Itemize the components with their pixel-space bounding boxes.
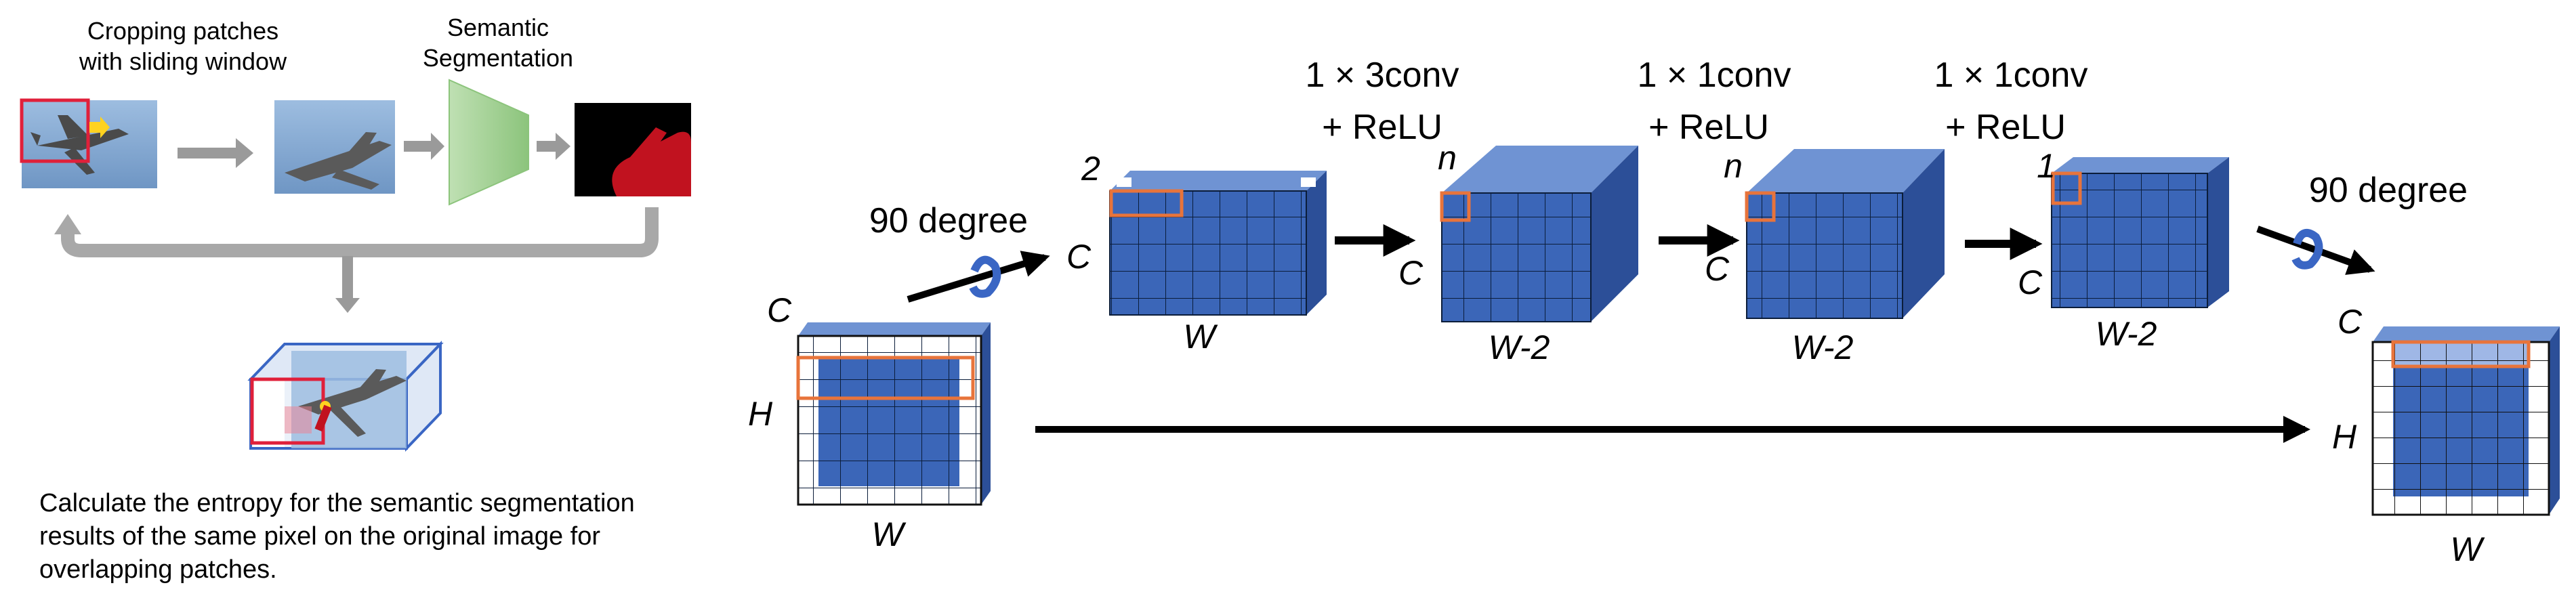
entropy-note-line3: overlapping patches. — [39, 555, 277, 584]
feature-block-2: n C W-2 — [1398, 139, 1638, 366]
rotate-left-icon — [969, 255, 1001, 298]
overlap-cube — [247, 341, 444, 452]
block3-c-label: C — [1705, 250, 1730, 288]
rotate-right-arrow — [2256, 226, 2375, 275]
entropy-note-line2: results of the same pixel on the origina… — [39, 522, 600, 551]
seg-caption-line2: Segmentation — [423, 44, 573, 72]
input-tensor: C H W — [748, 291, 991, 553]
gray-arrow-2 — [404, 133, 444, 160]
feature-block-1: 2 C W — [1066, 150, 1327, 356]
block4-w-label: W-2 — [2096, 315, 2157, 353]
feedback-loop-arrowhead — [54, 214, 81, 234]
rotate-left-arrow — [907, 251, 1050, 303]
input-w-label: W — [871, 515, 907, 553]
rotate-right-icon — [2291, 228, 2323, 270]
output-highlight-row — [2391, 340, 2531, 368]
segmentation-network — [449, 79, 529, 206]
block2-w-label: W-2 — [1489, 328, 1550, 366]
op3-label-line1: 1 × 1conv — [1934, 56, 2088, 95]
op2-label-line1: 1 × 1conv — [1638, 56, 1791, 95]
feature-block-3: n C W-2 — [1705, 147, 1945, 366]
feature-block-4: 1 C W-2 — [2018, 147, 2229, 353]
op1-label-line1: 1 × 3conv — [1306, 56, 1459, 95]
rotate-left-label: 90 degree — [869, 201, 1028, 240]
plane-icon — [285, 132, 392, 190]
block1-w-label: W — [1183, 318, 1218, 356]
original-image — [20, 98, 157, 188]
block1-highlight — [1109, 189, 1184, 217]
crop-caption-line2: with sliding window — [79, 47, 287, 75]
slide-arrow-icon — [89, 116, 110, 138]
block2-highlight — [1440, 191, 1471, 222]
entropy-note-line1: Calculate the entropy for the semantic s… — [39, 489, 635, 517]
gray-arrow-down — [335, 256, 360, 313]
op1-label-line2: + ReLU — [1322, 108, 1442, 147]
seg-caption-line1: Semantic — [447, 14, 549, 41]
block3-w-label: W-2 — [1792, 328, 1854, 366]
block4-depth-label: 1 — [2037, 147, 2056, 185]
output-c-label: C — [2338, 303, 2363, 341]
input-h-label: H — [748, 395, 773, 433]
output-w-label: W — [2450, 530, 2485, 568]
op3-label-line2: + ReLU — [1945, 108, 2066, 147]
input-highlight-row — [796, 356, 975, 400]
block3-depth-label: n — [1724, 147, 1743, 185]
segmentation-result — [575, 103, 691, 196]
feedback-loop-arrow — [61, 207, 659, 257]
block1-c-label: C — [1066, 238, 1092, 276]
gray-arrow-3 — [537, 133, 570, 160]
rotate-right-label: 90 degree — [2309, 171, 2468, 210]
op2-label-line2: + ReLU — [1648, 108, 1769, 147]
left-panel: Cropping patches with sliding window Sem… — [20, 14, 691, 584]
cropped-patch — [274, 100, 395, 194]
crop-caption-line1: Cropping patches — [87, 17, 278, 45]
output-h-label: H — [2332, 418, 2357, 456]
block4-c-label: C — [2018, 263, 2043, 301]
gray-arrow-1 — [178, 138, 253, 168]
block3-highlight — [1745, 191, 1776, 222]
right-panel: C H W 90 degree 2 C W 1 × 3conv + ReLU — [748, 56, 2560, 568]
sliding-window — [20, 98, 90, 163]
input-c-label: C — [767, 291, 792, 329]
block2-c-label: C — [1398, 254, 1424, 292]
block1-depth-label: 2 — [1081, 150, 1100, 188]
output-tensor: C H W — [2332, 303, 2560, 568]
block4-highlight — [2051, 171, 2082, 205]
block2-depth-label: n — [1438, 139, 1457, 177]
